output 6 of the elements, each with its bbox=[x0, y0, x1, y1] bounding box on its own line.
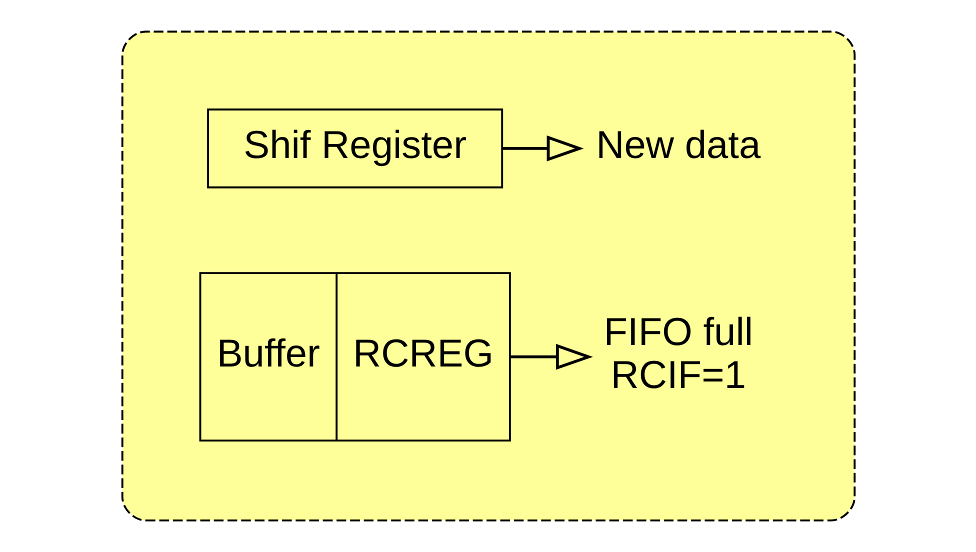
cluster bbox=[120, 30, 856, 522]
arrow bbox=[510, 344, 592, 370]
arrow bbox=[502, 135, 584, 162]
node-text: FIFO full RCIF=1 bbox=[603, 311, 753, 397]
node-box: Shif Register bbox=[206, 108, 503, 188]
node-text: New data bbox=[596, 124, 760, 168]
